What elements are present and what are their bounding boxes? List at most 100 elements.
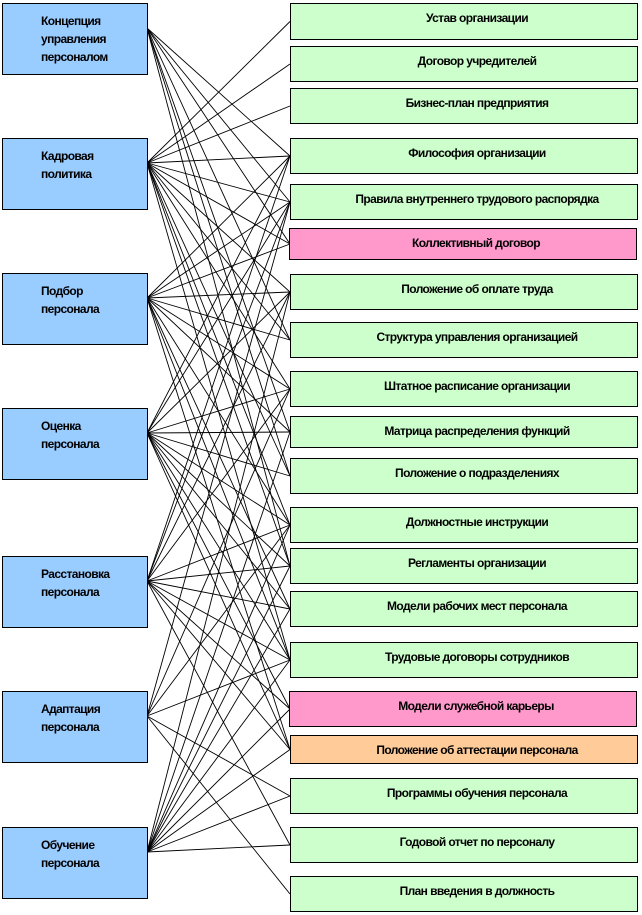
document-box-r8: Штатное расписание организации <box>290 371 638 407</box>
connector-l3-r4 <box>146 201 291 434</box>
document-label: Структура управления организацией <box>376 330 578 344</box>
function-label: Концепция управления персоналом <box>41 14 108 64</box>
document-box-r12: Регламенты организации <box>290 548 638 584</box>
connector-l1-r1 <box>146 63 291 164</box>
function-label: Расстановка персонала <box>41 567 110 599</box>
connector-l1-r4 <box>146 162 291 203</box>
document-box-r7: Структура управления организацией <box>290 322 638 358</box>
connector-l2-r9 <box>146 297 291 433</box>
document-box-r0: Устав организации <box>290 3 638 40</box>
connector-l4-r16 <box>146 580 291 750</box>
document-box-r1: Договор учредителей <box>290 46 638 82</box>
document-label: Договор учредителей <box>417 54 537 68</box>
document-box-r4: Правила внутреннего трудового распорядка <box>290 184 638 220</box>
connector-l6-r17 <box>146 795 291 853</box>
connector-l3-r14 <box>146 432 291 661</box>
connector-l1-r3 <box>146 155 291 164</box>
connector-l6-r16 <box>146 749 291 853</box>
document-box-r11: Должностные инструкции <box>290 507 638 543</box>
connector-l0-r9 <box>146 27 291 433</box>
connector-l6-r15 <box>146 708 291 853</box>
document-label: Устав организации <box>425 11 529 25</box>
document-box-r9: Матрица распределения функций <box>290 416 638 448</box>
document-box-r10: Положение о подразделениях <box>290 458 638 494</box>
connector-l5-r4 <box>146 201 291 717</box>
document-label: Положение о подразделениях <box>395 466 560 480</box>
connector-l2-r16 <box>146 297 291 750</box>
connector-l5-r19 <box>146 715 291 895</box>
document-label: Годовой отчет по персоналу <box>399 835 555 849</box>
document-box-r2: Бизнес-план предприятия <box>290 88 638 124</box>
function-label: Адаптация персонала <box>41 702 101 734</box>
connector-l3-r8 <box>146 388 291 434</box>
document-label: Модели рабочих мест персонала <box>387 599 568 613</box>
connector-l5-r11 <box>146 524 291 717</box>
connector-l4-r6 <box>146 291 291 582</box>
connector-l6-r13 <box>146 608 291 853</box>
document-label: Положение об оплате труда <box>401 282 553 296</box>
connector-l6-r11 <box>146 524 291 853</box>
document-box-r15: Модели служебной карьеры <box>289 691 637 727</box>
connector-l4-r15 <box>146 580 291 710</box>
document-label: Должностные инструкции <box>405 515 549 529</box>
connector-l4-r8 <box>146 388 291 582</box>
connector-l3-r12 <box>146 432 291 567</box>
function-box-l1: Кадровая политика <box>2 138 148 210</box>
connector-l3-r6 <box>146 291 291 434</box>
connector-l3-r3 <box>146 155 291 434</box>
document-box-r3: Философия организации <box>290 138 638 174</box>
document-box-r13: Модели рабочих мест персонала <box>290 591 638 627</box>
function-label: Оценка персонала <box>41 419 100 451</box>
document-box-r17: Программы обучения персонала <box>290 778 638 814</box>
document-label: Коллективный договор <box>412 236 541 250</box>
document-label: Модели служебной карьеры <box>398 699 554 713</box>
connector-l2-r3 <box>146 155 291 299</box>
document-label: Философия организации <box>408 146 546 160</box>
function-box-l2: Подбор персонала <box>2 273 148 345</box>
connector-l4-r13 <box>146 580 291 610</box>
document-label: Штатное расписание организации <box>383 379 571 393</box>
document-label: Матрица распределения функций <box>384 424 570 438</box>
connector-l0-r12 <box>146 27 291 567</box>
connector-l2-r5 <box>146 243 291 299</box>
connector-l4-r4 <box>146 201 291 582</box>
function-label: Подбор персонала <box>41 284 100 316</box>
document-label: Бизнес-план предприятия <box>405 96 549 110</box>
document-label: План введения в должность <box>399 884 555 898</box>
connector-l1-r10 <box>146 162 291 477</box>
document-box-r18: Годовой отчет по персоналу <box>290 827 638 863</box>
connector-l3-r16 <box>146 432 291 750</box>
document-label: Регламенты организации <box>407 556 547 570</box>
connector-l2-r4 <box>146 201 291 299</box>
connector-l6-r6 <box>146 291 291 853</box>
connector-l5-r8 <box>146 388 291 717</box>
connector-l1-r2 <box>146 105 291 164</box>
connector-l4-r18 <box>146 580 291 846</box>
connector-l3-r9 <box>146 431 291 434</box>
connector-l0-r5 <box>146 27 291 245</box>
connector-l1-r0 <box>146 21 291 164</box>
connector-l3-r10 <box>146 432 291 477</box>
function-label: Обучение персонала <box>41 838 100 870</box>
document-box-r16: Положение об аттестации персонала <box>290 735 638 764</box>
connector-l2-r8 <box>146 297 291 390</box>
function-box-l6: Обучение персонала <box>2 827 148 899</box>
connector-l1-r5 <box>146 162 291 245</box>
connector-l6-r14 <box>146 659 291 853</box>
connector-l6-r12 <box>146 565 291 853</box>
document-box-r5: Коллективный договор <box>289 228 637 260</box>
connector-l1-r7 <box>146 162 291 341</box>
function-label: Кадровая политика <box>41 149 94 181</box>
document-box-r19: План введения в должность <box>290 876 638 912</box>
document-label: Положение об аттестации персонала <box>376 743 578 757</box>
document-label: Правила внутреннего трудового распорядка <box>355 192 599 206</box>
document-label: Трудовые договоры сотрудников <box>384 650 570 664</box>
function-box-l0: Концепция управления персоналом <box>2 3 148 75</box>
document-box-r6: Положение об оплате труда <box>290 274 638 310</box>
connector-l4-r3 <box>146 155 291 582</box>
connector-l6-r9 <box>146 431 291 853</box>
connector-l1-r8 <box>146 162 291 390</box>
document-label: Программы обучения персонала <box>386 786 568 800</box>
connector-l2-r7 <box>146 297 291 341</box>
